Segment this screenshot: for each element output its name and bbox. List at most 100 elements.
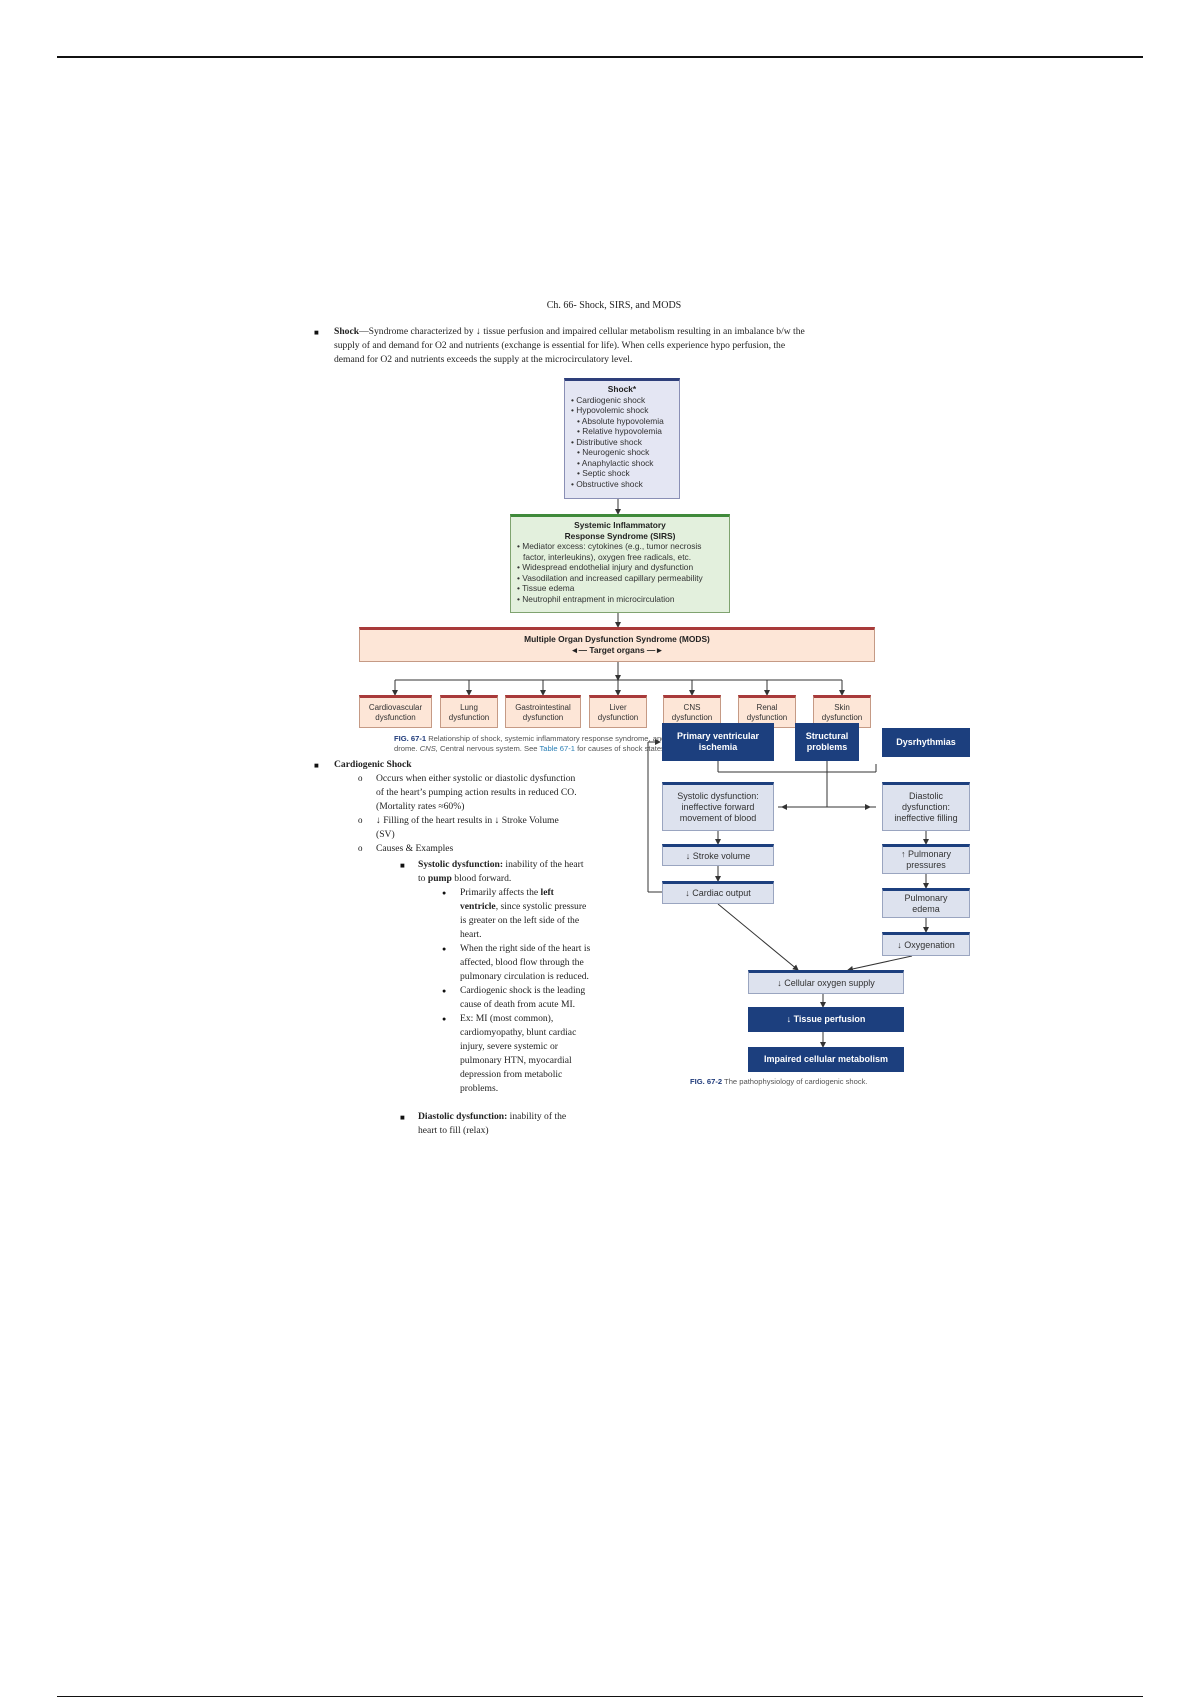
sirs-item: • Vasodilation and increased capillary p… [517,572,703,583]
organ-label: dysfunction [821,712,863,722]
cellular-oxygen-supply-box: ↓ Cellular oxygen supply [748,970,904,994]
box-label: problems [806,742,848,752]
figure2-caption: FIG. 67-2 The pathophysiology of cardiog… [690,1077,970,1087]
circle-bullet-icon: o [358,773,363,783]
organ-label: dysfunction [597,712,639,722]
cardiogenic-point-1: Occurs when either systolic or diastolic… [376,772,636,814]
organ-label: Liver [609,702,627,712]
shock-types-box: Shock* • Cardiogenic shock • Hypovolemic… [564,378,680,499]
text-line: injury, severe systemic or [460,1041,558,1052]
figure1-caption: FIG. 67-1 Relationship of shock, systemi… [394,734,864,754]
table-link[interactable]: Table 67-1 [539,744,575,753]
page-title: Ch. 66- Shock, SIRS, and MODS [546,300,682,311]
cardiogenic-point-2: ↓ Filling of the heart results in ↓ Stro… [376,814,636,842]
text-line: inability of the heart [503,859,584,870]
text-line: cause of death from acute MI. [460,999,576,1010]
systolic-point-2: When the right side of the heart is affe… [460,942,630,984]
text-line: heart to fill (relax) [418,1125,489,1136]
mods-box: Multiple Organ Dysfunction Syndrome (MOD… [359,627,875,662]
sirs-title-1: Systemic Inflammatory [574,520,666,530]
box-label: dysfunction: [901,802,951,812]
organ-label: Gastrointestinal [515,702,571,712]
text-line: When the right side of the heart is [460,943,591,954]
box-label: Diastolic [908,791,943,801]
mods-title: Multiple Organ Dysfunction Syndrome (MOD… [524,634,710,644]
box-label: pressures [906,860,946,870]
shock-line-1: —Syndrome characterized by ↓ tissue perf… [359,326,805,337]
shock-type-item: • Neurogenic shock [577,447,650,457]
dysrhythmias-box: Dysrhythmias [882,728,970,757]
footer-rule [57,1696,1143,1697]
text-line: Cardiogenic shock is the leading [460,985,586,996]
stroke-volume-box: ↓ Stroke volume [662,844,774,866]
dot-bullet-icon: ● [442,889,447,897]
text-line: Ex: MI (most common), [460,1013,554,1024]
sirs-title-2: Response Syndrome (SIRS) [564,530,676,541]
mods-subtitle: ◄— Target organs —► [570,644,664,655]
text-line: problems. [460,1083,499,1094]
dot-bullet-icon: ● [442,1015,447,1023]
dot-bullet-icon: ● [442,987,447,995]
sirs-item: • Mediator excess: cytokines (e.g., tumo… [517,541,702,551]
text-line: ↓ Filling of the heart results in ↓ Stro… [376,815,559,826]
systolic-point-4: Ex: MI (most common), cardiomyopathy, bl… [460,1012,630,1096]
shock-line-3: demand for O2 and nutrients exceeds the … [334,354,633,365]
text-line: , since systolic pressure [495,901,587,912]
figure1-caption-text: drome. [394,744,420,753]
systolic-point-3: Cardiogenic shock is the leading cause o… [460,984,630,1012]
circle-bullet-icon: o [358,815,363,825]
bold-text: ventricle [460,901,496,912]
figure2-connectors [647,739,929,1048]
organ-label: dysfunction [671,712,713,722]
box-label: movement of blood [679,813,757,823]
organ-label: dysfunction [448,712,490,722]
text-line: of the heart’s pumping action results in… [376,787,577,798]
text-line: affected, blood flow through the [460,957,584,968]
figure1-caption-text: for causes of shock states.) [574,744,670,753]
bullet-icon: ■ [400,1113,405,1122]
box-label: ↑ Pulmonary [900,849,952,859]
tissue-perfusion-box: ↓ Tissue perfusion [748,1007,904,1032]
diastolic-label: Diastolic dysfunction: [418,1111,508,1122]
text-line: pulmonary circulation is reduced. [460,971,589,982]
shock-type-item: • Relative hypovolemia [577,426,662,436]
impaired-cellular-metabolism-box: Impaired cellular metabolism [748,1047,904,1072]
organ-label: dysfunction [746,712,788,722]
text-line: depression from metabolic [460,1069,563,1080]
text-line: inability of the [507,1111,567,1122]
sirs-item: • Neutrophil entrapment in microcirculat… [517,593,675,604]
figure2-caption-label: FIG. 67-2 [690,1077,723,1086]
figure1-connectors [392,499,845,696]
box-label: edema [912,904,940,914]
oxygenation-box: ↓ Oxygenation [882,932,970,956]
text-line: Occurs when either systolic or diastolic… [376,773,576,784]
shock-type-item: • Cardiogenic shock [571,394,646,405]
sirs-item: • Tissue edema [517,583,575,593]
document-page: Ch. 66- Shock, SIRS, and MODS ■ Shock—Sy… [252,262,976,1198]
organ-label: dysfunction [375,712,416,722]
systolic-point-1: Primarily affects the left ventricle, si… [460,886,630,942]
bullet-icon: ■ [314,328,319,337]
text-line: cardiomyopathy, blunt cardiac [460,1027,577,1038]
text-line: to [418,873,428,884]
figure1-caption-line-1: Relationship of shock, systemic inflamma… [426,734,773,743]
circle-bullet-icon: o [358,843,363,853]
box-label: Systolic dysfunction: [677,791,759,801]
organ-label: CNS [683,702,701,712]
dot-bullet-icon: ● [442,945,447,953]
text-line: heart. [460,929,482,940]
systolic-dysfunction-box: Systolic dysfunction:ineffective forward… [662,782,774,831]
cardiogenic-point-3: Causes & Examples [376,843,454,854]
box-label: ineffective forward [681,802,755,812]
text-line: (SV) [376,829,395,840]
box-label: ischemia [698,742,738,752]
shock-definition: Shock—Syndrome characterized by ↓ tissue… [334,325,954,367]
text-line: Primarily affects the [460,887,541,898]
